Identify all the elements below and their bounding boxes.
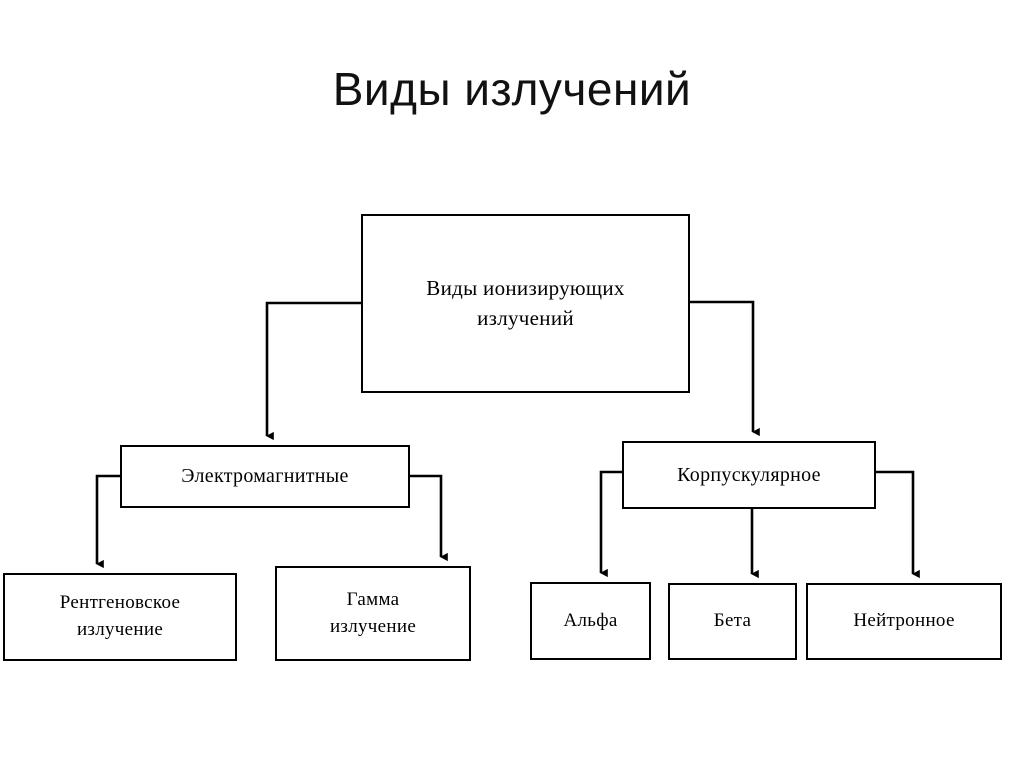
connector-corpuscular-to-neutron (876, 470, 920, 579)
node-label: Корпускулярное (677, 463, 821, 486)
node-neutron[interactable]: Нейтронное (806, 583, 1002, 660)
connector-root-to-corpuscular (690, 300, 760, 437)
connector-corpuscular-to-alpha (599, 470, 622, 578)
node-label: Нейтронное (853, 610, 955, 632)
node-alpha[interactable]: Альфа (530, 582, 651, 660)
connector-electromagnetic-to-xray (95, 474, 120, 569)
connector-electromagnetic-to-gamma (410, 474, 448, 562)
page-title: Виды излучений (332, 63, 692, 115)
connector-root-to-electromagnetic (265, 301, 361, 441)
node-beta[interactable]: Бета (668, 583, 797, 660)
node-label: Гамма излучение (329, 588, 417, 637)
node-label: Альфа (563, 609, 618, 631)
node-xray-radiation[interactable]: Рентгеновское излучение (3, 573, 237, 661)
node-gamma-radiation[interactable]: Гамма излучение (275, 566, 471, 661)
node-label: Рентгеновское излучение (59, 592, 181, 640)
node-root-ionizing-radiation-types[interactable]: Виды ионизирующих излучений (361, 214, 690, 393)
node-label: Виды ионизирующих излучений (426, 276, 625, 330)
node-label: Электромагнитные (181, 465, 349, 488)
node-label: Бета (713, 610, 752, 632)
node-corpuscular[interactable]: Корпускулярное (622, 441, 876, 509)
node-electromagnetic[interactable]: Электромагнитные (120, 445, 410, 508)
